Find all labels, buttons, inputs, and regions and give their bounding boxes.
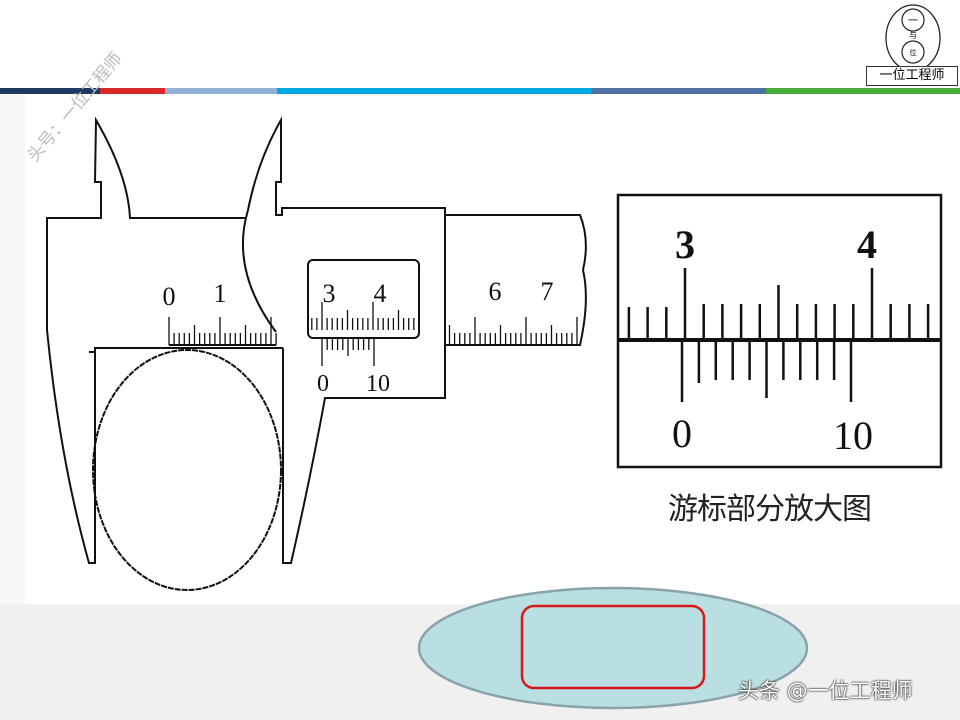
- slider-outline: [242, 116, 446, 564]
- vernier-labels: 0 10: [317, 371, 390, 397]
- vernier-label-10: 10: [366, 371, 390, 397]
- enlarged-main-label-4: 4: [857, 222, 877, 267]
- header-bar-cyan: [277, 88, 591, 94]
- vernier-scale-ticks: [321, 338, 375, 366]
- enlarged-caption: 游标部分放大图: [668, 492, 872, 527]
- enlarged-main-label-3: 3: [675, 222, 695, 267]
- beam-outline: [445, 214, 587, 346]
- slide-left-margin: [0, 95, 25, 605]
- fixed-jaw-outline: [46, 116, 283, 564]
- main-scale-labels: 0 1 3 4 6 7: [163, 277, 554, 311]
- main-label-0: 0: [163, 282, 176, 311]
- logo-char-top: 一: [908, 16, 918, 27]
- enlarged-vernier-label-0: 0: [672, 411, 692, 456]
- answer-box[interactable]: [520, 604, 706, 690]
- answer-oval: [417, 586, 809, 710]
- caliper-body: [46, 116, 587, 591]
- header-bar-red: [100, 88, 165, 94]
- footer-watermark: 头条 @一位工程师: [738, 679, 913, 703]
- main-label-6: 6: [489, 277, 502, 306]
- enlarged-vernier-label-10: 10: [833, 413, 873, 458]
- main-label-3: 3: [323, 279, 336, 308]
- measured-cylinder: [92, 349, 282, 591]
- header-bar-navy: [0, 88, 100, 94]
- enlarged-main-ticks: [627, 268, 930, 340]
- vernier-label-0: 0: [317, 371, 329, 397]
- main-label-1: 1: [214, 279, 227, 308]
- logo-char-mid: 与: [909, 31, 917, 40]
- enlarged-vernier-ticks: [680, 340, 853, 402]
- main-label-4: 4: [374, 279, 387, 308]
- header-bar-green: [766, 88, 960, 94]
- main-scale-ticks: [168, 302, 578, 345]
- header-bar-lightblue: [165, 88, 277, 94]
- logo-char-bottom: 位: [910, 48, 917, 57]
- logo-text: 一位工程师: [866, 66, 958, 86]
- main-label-7: 7: [541, 277, 554, 306]
- header-bar-steel: [591, 88, 766, 94]
- enlarged-labels: 3 4 0 10: [672, 222, 877, 458]
